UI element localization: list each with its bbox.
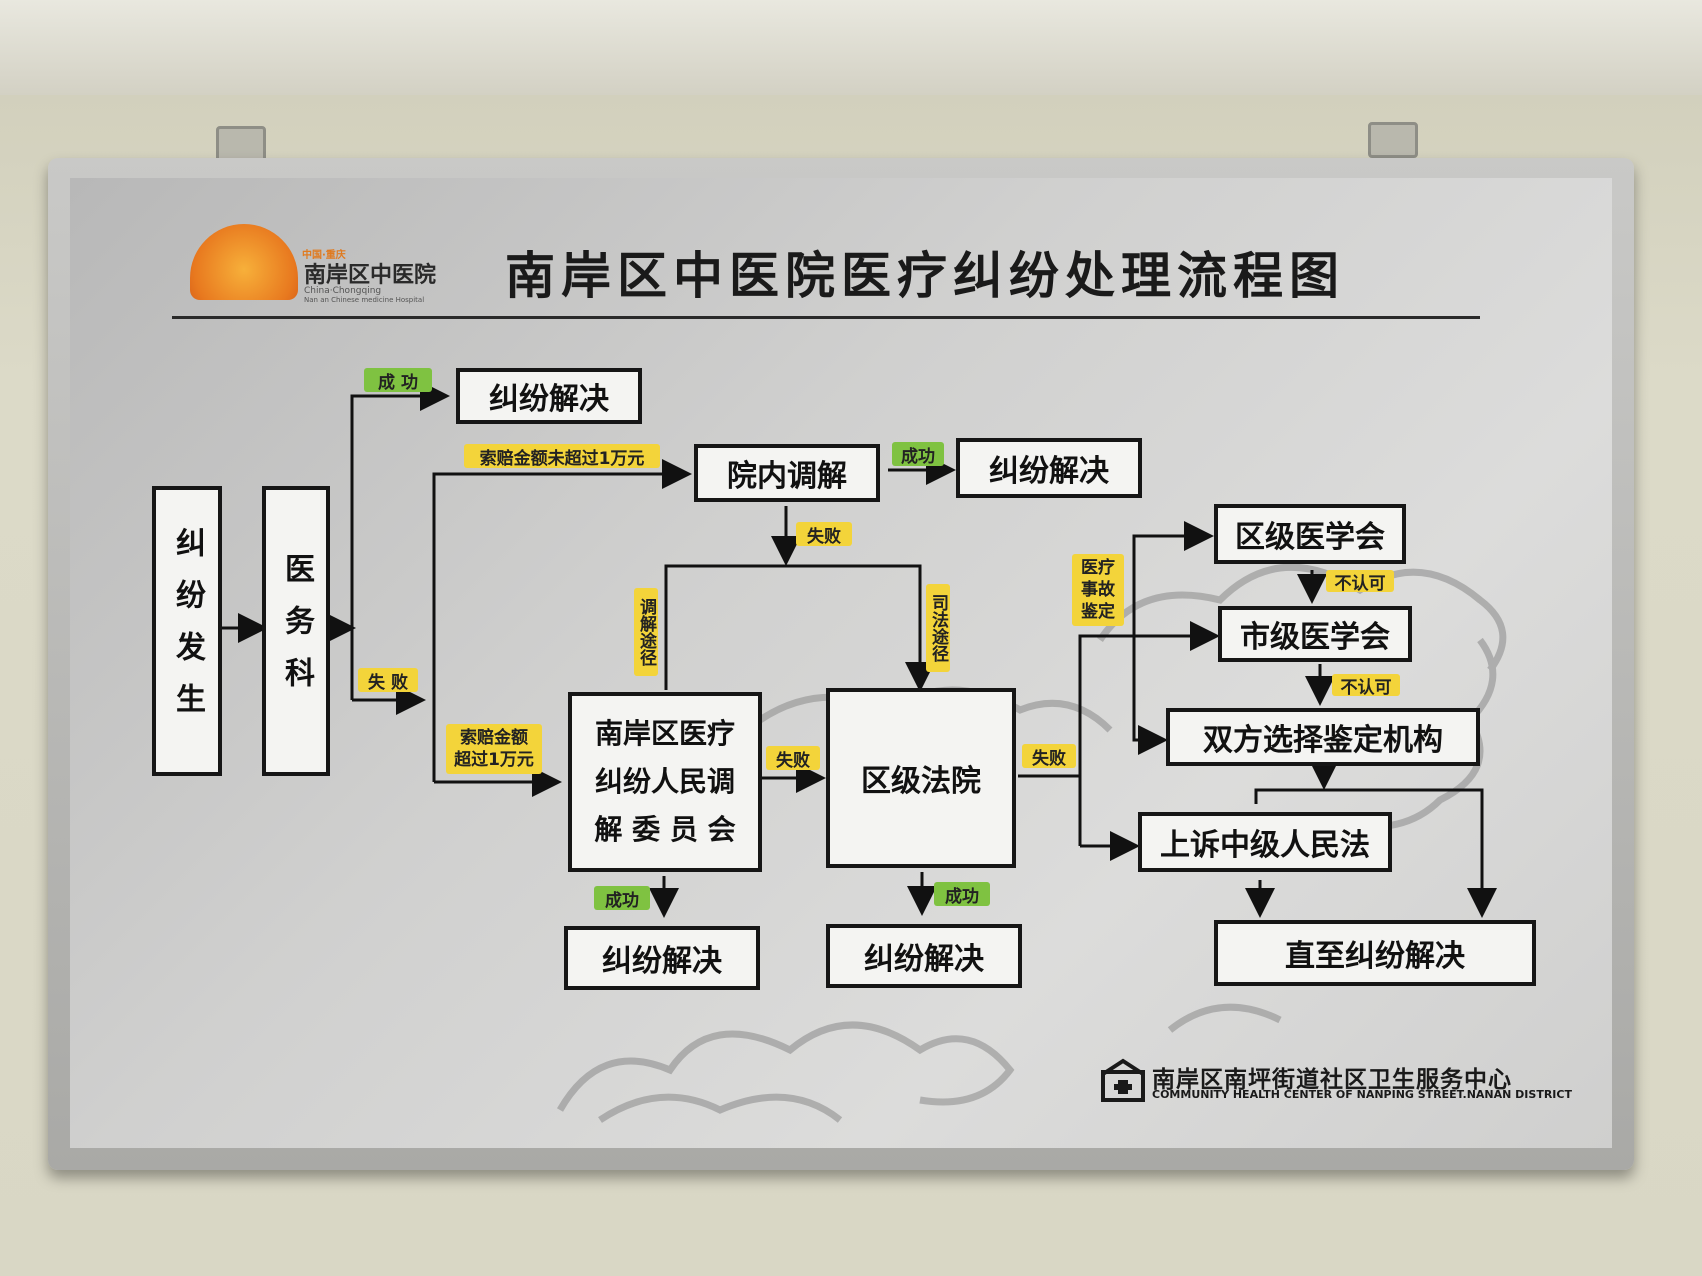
- page-title: 南岸区中医院医疗纠纷处理流程图: [505, 246, 1345, 305]
- node-resolved-3: 纠纷解决: [564, 926, 760, 990]
- tag-medical-accident-appraisal: 医疗 事故 鉴定: [1072, 554, 1124, 626]
- tag-success-2: 成功: [892, 442, 944, 467]
- tag-mediation-path: 调解途径: [634, 588, 658, 676]
- footer-name-en: COMMUNITY HEALTH CENTER OF NANPING STREE…: [1152, 1088, 1572, 1101]
- logo-hospital-name: 南岸区中医院: [304, 263, 437, 288]
- tag-judicial-path: 司法途径: [926, 584, 950, 672]
- tag-not-accepted-2: 不认可: [1332, 674, 1400, 698]
- node-medical-affairs: 医务科: [262, 486, 330, 776]
- node-resolved-1: 纠纷解决: [456, 368, 642, 424]
- node-until-resolved: 直至纠纷解决: [1214, 920, 1536, 986]
- node-district-court: 区级法院: [826, 688, 1016, 868]
- tag-success-1: 成 功: [364, 368, 432, 393]
- node-appeal-intermediate-court: 上诉中级人民法: [1138, 812, 1392, 872]
- node-resolved-2: 纠纷解决: [956, 438, 1142, 498]
- tag-claim-under-10k: 索赔金额未超过1万元: [464, 444, 660, 469]
- tag-success-4: 成功: [934, 882, 990, 907]
- footer-name-cn: 南岸区南坪街道社区卫生服务中心: [1152, 1067, 1512, 1093]
- node-district-medical-association: 区级医学会: [1214, 504, 1406, 564]
- tag-not-accepted-1: 不认可: [1326, 570, 1394, 594]
- title-underline: [172, 316, 1480, 319]
- node-internal-mediation: 院内调解: [694, 444, 880, 502]
- tag-fail-4: 失败: [1022, 744, 1076, 769]
- logo-english-line-2: Nan an Chinese medicine Hospital: [304, 296, 425, 304]
- paper-top-edge: [0, 0, 1702, 95]
- tag-fail-3: 失败: [766, 746, 820, 771]
- logo-english-line-1: China·Chongqing: [304, 286, 382, 296]
- node-city-medical-association: 市级医学会: [1218, 606, 1412, 662]
- health-center-logo-icon: [1101, 1058, 1145, 1102]
- hanging-hook-right: [1368, 122, 1418, 158]
- node-dispute-occurs: 纠纷发生: [152, 486, 222, 776]
- tag-fail-1: 失 败: [358, 668, 418, 693]
- tag-success-3: 成功: [594, 886, 650, 911]
- node-both-choose-agency: 双方选择鉴定机构: [1166, 708, 1480, 766]
- tag-claim-over-10k: 索赔金额 超过1万元: [446, 724, 542, 774]
- node-resolved-4: 纠纷解决: [826, 924, 1022, 988]
- node-mediation-committee: 南岸区医疗 纠纷人民调 解 委 员 会: [568, 692, 762, 872]
- logo-top-text: 中国·重庆: [302, 250, 346, 261]
- tag-fail-2: 失败: [796, 522, 852, 547]
